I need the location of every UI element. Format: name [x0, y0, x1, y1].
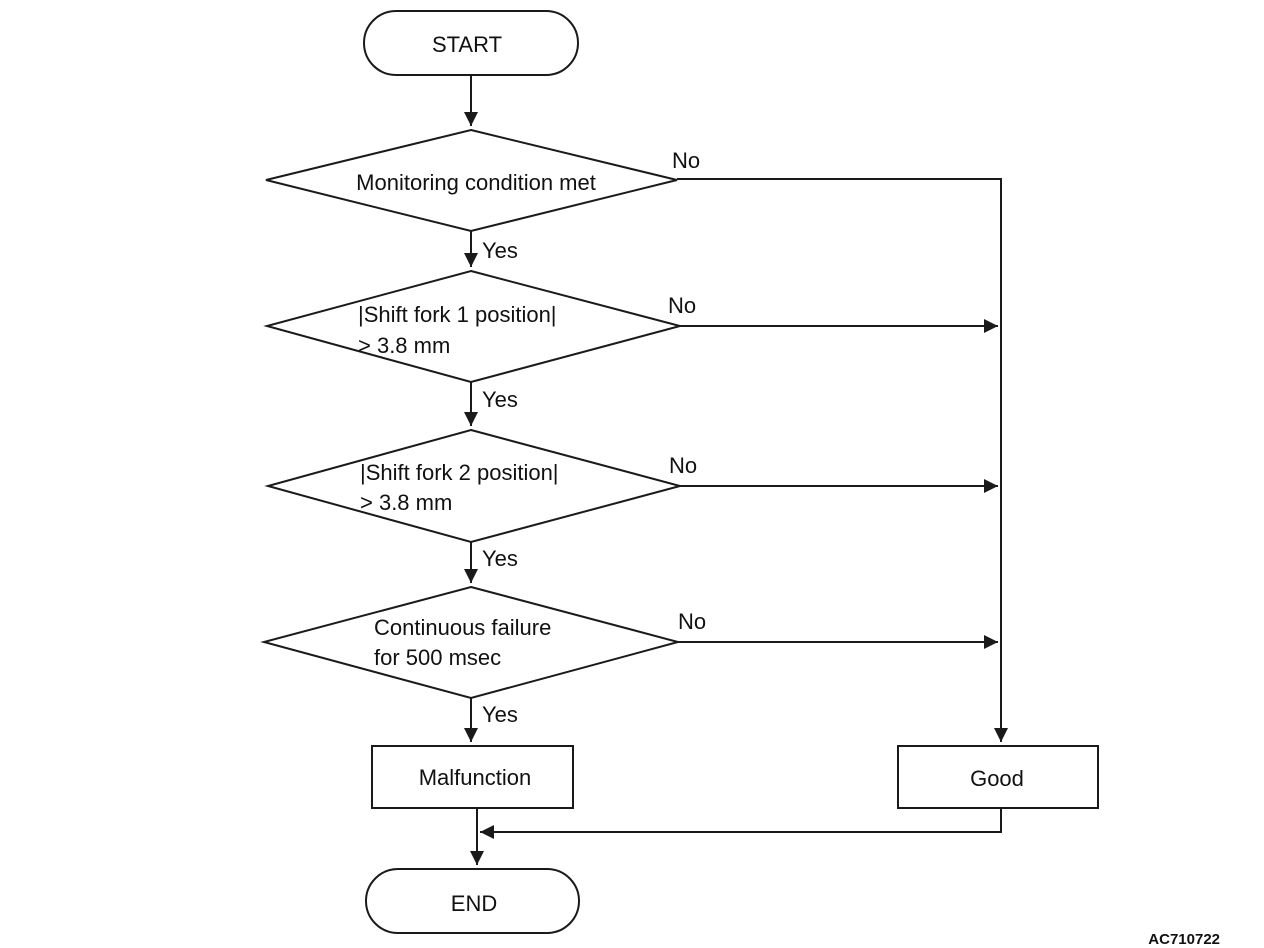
decision-shift-fork-1-label-line1: |Shift fork 1 position| [358, 302, 557, 327]
label-yes-3: Yes [482, 546, 518, 571]
label-no-3: No [669, 453, 697, 478]
label-yes-1: Yes [482, 238, 518, 263]
decision-continuous-failure-label-line2: for 500 msec [374, 645, 501, 670]
malfunction-label: Malfunction [419, 765, 532, 790]
end-label: END [451, 891, 497, 916]
label-yes-2: Yes [482, 387, 518, 412]
decision-shift-fork-2-label-line1: |Shift fork 2 position| [360, 460, 559, 485]
label-no-2: No [668, 293, 696, 318]
good-box [897, 745, 1099, 809]
end-terminal [365, 868, 580, 934]
label-yes-4: Yes [482, 702, 518, 727]
label-no-1: No [672, 148, 700, 173]
figure-code: AC710722 [1148, 931, 1220, 948]
decision-continuous-failure [260, 585, 682, 700]
arrow-monitoring-no-to-good [677, 178, 1008, 742]
decision-continuous-failure-label-line1: Continuous failure [374, 615, 551, 640]
start-label: START [432, 32, 502, 57]
good-label: Good [970, 766, 1024, 791]
arrow-good-to-end [480, 808, 1002, 839]
decision-shift-fork-2 [264, 428, 684, 544]
label-no-4: No [678, 609, 706, 634]
malfunction-box [371, 745, 574, 809]
decision-monitoring-condition-label: Monitoring condition met [356, 170, 596, 195]
decision-shift-fork-1-label-line2: > 3.8 mm [358, 333, 450, 358]
decision-shift-fork-2-label-line2: > 3.8 mm [360, 490, 452, 515]
